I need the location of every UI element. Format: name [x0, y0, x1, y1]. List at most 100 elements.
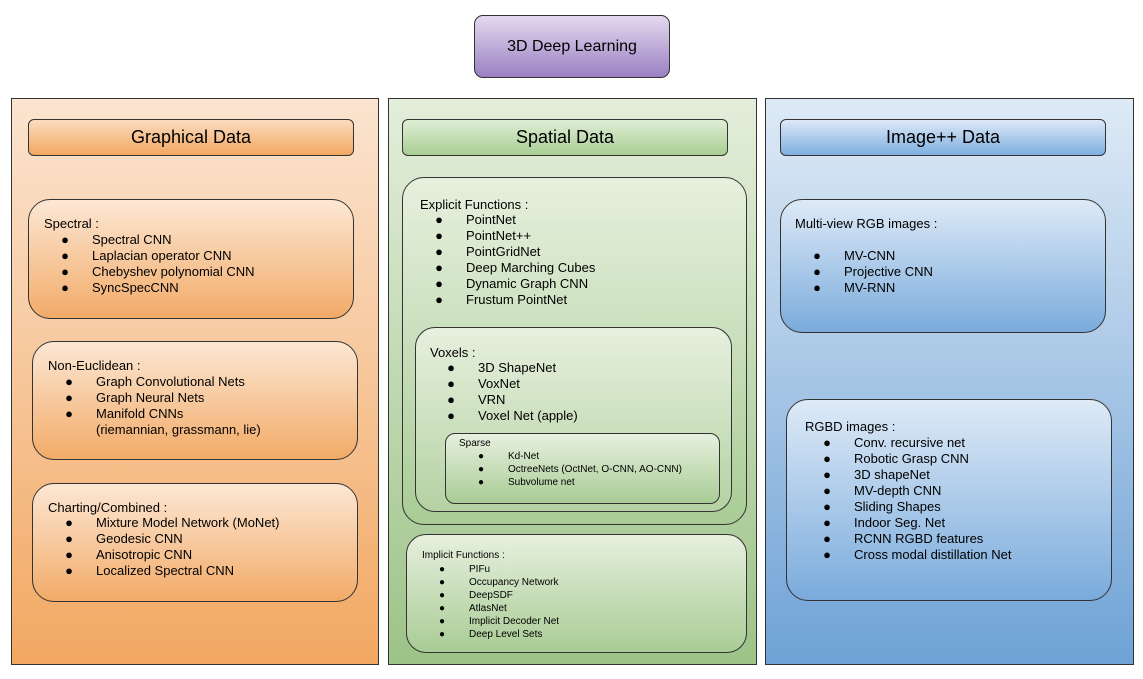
bullet-icon: ● [813, 248, 821, 263]
explicit-functions-title: Explicit Functions : [420, 197, 529, 212]
list-item: ●Manifold CNNs (riemannian, grassmann, l… [65, 406, 261, 437]
bullet-icon: ● [65, 406, 73, 421]
list-item: ●Implicit Decoder Net [438, 616, 560, 627]
list-item: ●Indoor Seg. Net [823, 515, 946, 530]
charting-combined-box: Charting/Combined : ●Mixture Model Netwo… [32, 483, 358, 602]
list-item: ●MV-CNN [813, 248, 896, 263]
explicit-functions-list: ●PointNet ●PointNet++ ●PointGridNet ●Dee… [434, 212, 595, 308]
rgbd-images-list: ●Conv. recursive net ●Robotic Grasp CNN … [822, 435, 1011, 563]
bullet-icon: ● [435, 228, 443, 243]
list-item: ●MV-depth CNN [823, 483, 942, 498]
bullet-icon: ● [65, 547, 73, 562]
bullet-icon: ● [447, 392, 455, 407]
bullet-icon: ● [823, 499, 831, 514]
list-item: ●PointNet [435, 212, 516, 227]
image-data-header-label: Image++ Data [885, 127, 1001, 147]
image-data-header: Image++ Data [780, 119, 1106, 156]
list-item: ●Localized Spectral CNN [65, 563, 235, 578]
list-item: ●Sliding Shapes [823, 499, 941, 514]
spectral-title: Spectral : [44, 216, 99, 231]
spatial-data-header-label: Spatial Data [515, 127, 615, 147]
bullet-icon: ● [823, 483, 831, 498]
root-node: 3D Deep Learning [474, 15, 670, 78]
voxels-list: ●3D ShapeNet ●VoxNet ●VRN ●Voxel Net (ap… [446, 360, 578, 424]
root-label: 3D Deep Learning [507, 37, 637, 55]
rgbd-images-title: RGBD images : [805, 419, 896, 434]
list-item: ●Geodesic CNN [65, 531, 183, 546]
bullet-icon: ● [823, 547, 831, 562]
implicit-functions-title: Implicit Functions : [422, 550, 505, 561]
list-item: ●Deep Level Sets [438, 629, 543, 640]
bullet-icon: ● [823, 467, 831, 482]
list-item: ●Mixture Model Network (MoNet) [65, 515, 280, 530]
bullet-icon: ● [438, 577, 446, 588]
list-item: ●Graph Convolutional Nets [65, 374, 245, 389]
bullet-icon: ● [435, 244, 443, 259]
non-euclidean-title: Non-Euclidean : [48, 358, 141, 373]
spectral-box: Spectral : ●Spectral CNN ●Laplacian oper… [28, 199, 354, 319]
list-item: ●AtlasNet [438, 603, 507, 614]
spectral-list: ●Spectral CNN ●Laplacian operator CNN ●C… [60, 232, 255, 296]
list-item: ●SyncSpecCNN [61, 280, 179, 295]
list-item: ●OctreeNets (OctNet, O-CNN, AO-CNN) [477, 464, 682, 475]
sparse-list: ●Kd-Net ●OctreeNets (OctNet, O-CNN, AO-C… [476, 450, 682, 489]
implicit-functions-list: ●PIFu ●Occupancy Network ●DeepSDF ●Atlas… [437, 563, 559, 641]
bullet-icon: ● [65, 531, 73, 546]
list-item: ●RCNN RGBD features [823, 531, 984, 546]
bullet-icon: ● [477, 464, 485, 475]
multi-view-rgb-title: Multi-view RGB images : [795, 216, 938, 231]
bullet-icon: ● [65, 374, 73, 389]
list-item: ●Chebyshev polynomial CNN [61, 264, 255, 279]
bullet-icon: ● [477, 451, 485, 462]
bullet-icon: ● [435, 292, 443, 307]
bullet-icon: ● [438, 629, 446, 640]
bullet-icon: ● [435, 276, 443, 291]
list-item: ●Robotic Grasp CNN [823, 451, 969, 466]
bullet-icon: ● [65, 390, 73, 405]
list-item: ●3D ShapeNet [447, 360, 557, 375]
bullet-icon: ● [813, 264, 821, 279]
list-item: ●Dynamic Graph CNN [435, 276, 589, 291]
spatial-data-header: Spatial Data [402, 119, 728, 156]
non-euclidean-list: ●Graph Convolutional Nets ●Graph Neural … [64, 374, 261, 438]
bullet-icon: ● [813, 280, 821, 295]
graphical-data-header: Graphical Data [28, 119, 354, 156]
list-item: ●MV-RNN [813, 280, 896, 295]
bullet-icon: ● [438, 590, 446, 601]
bullet-icon: ● [61, 280, 69, 295]
bullet-icon: ● [61, 248, 69, 263]
list-item: ●VoxNet [447, 376, 520, 391]
list-item: ●PointGridNet [435, 244, 541, 259]
graphical-data-header-label: Graphical Data [130, 127, 252, 147]
bullet-icon: ● [447, 408, 455, 423]
bullet-icon: ● [823, 435, 831, 450]
list-item: ●Deep Marching Cubes [435, 260, 596, 275]
bullet-icon: ● [435, 212, 443, 227]
bullet-icon: ● [477, 477, 485, 488]
bullet-icon: ● [438, 603, 446, 614]
list-item: ●Anisotropic CNN [65, 547, 193, 562]
list-item: ●Conv. recursive net [823, 435, 966, 450]
bullet-icon: ● [435, 260, 443, 275]
bullet-icon: ● [61, 232, 69, 247]
list-item: ●Graph Neural Nets [65, 390, 205, 405]
list-item: ●Kd-Net [477, 451, 540, 462]
list-item: ●Occupancy Network [438, 577, 559, 588]
bullet-icon: ● [823, 451, 831, 466]
list-item: ●Subvolume net [477, 477, 575, 488]
manifold-note: (riemannian, grassmann, lie) [96, 422, 261, 437]
list-item: ●3D shapeNet [823, 467, 930, 482]
bullet-icon: ● [65, 515, 73, 530]
list-item: ●VRN [447, 392, 506, 407]
bullet-icon: ● [823, 515, 831, 530]
list-item: ●Voxel Net (apple) [447, 408, 578, 423]
multi-view-rgb-list: ●MV-CNN ●Projective CNN ●MV-RNN [812, 248, 933, 296]
implicit-functions-box: Implicit Functions : ●PIFu ●Occupancy Ne… [406, 534, 747, 653]
rgbd-images-box: RGBD images : ●Conv. recursive net ●Robo… [786, 399, 1112, 601]
bullet-icon: ● [61, 264, 69, 279]
bullet-icon: ● [65, 563, 73, 578]
bullet-icon: ● [447, 360, 455, 375]
charting-combined-list: ●Mixture Model Network (MoNet) ●Geodesic… [64, 515, 280, 579]
list-item: ●Spectral CNN [61, 232, 172, 247]
charting-combined-title: Charting/Combined : [48, 500, 168, 515]
